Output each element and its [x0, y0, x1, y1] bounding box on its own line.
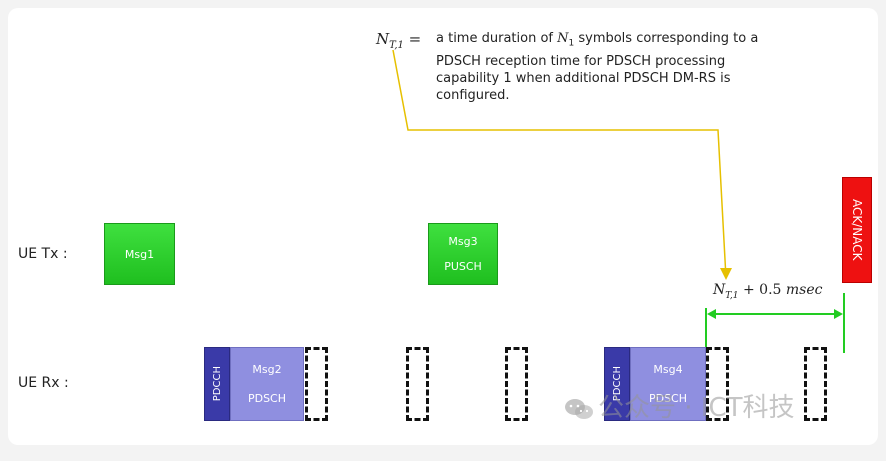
watermark: 公众号 · ICT科技 — [564, 387, 795, 424]
ue-tx-label: UE Tx : — [18, 246, 68, 262]
msg2-pdsch-block: Msg2 PDSCH — [230, 347, 304, 421]
annotation-line-3: capability 1 when additional PDSCH DM-RS… — [436, 70, 731, 86]
connector-lines — [392, 49, 845, 353]
wechat-icon — [564, 397, 594, 421]
annotation-symbol: NT,1 = — [376, 30, 422, 51]
empty-slot — [804, 347, 827, 421]
ack-nack-block: ACK/NACK — [842, 177, 872, 283]
annotation-line-4: configured. — [436, 87, 510, 103]
msg1-block: Msg1 — [104, 223, 175, 285]
empty-slot — [305, 347, 328, 421]
pdcch-block-1: PDCCH — [204, 347, 230, 421]
timing-arrow-left — [707, 309, 716, 319]
annotation-line-1: a time duration of N1 symbols correspond… — [436, 31, 759, 49]
diagram-canvas: NT,1 = a time duration of N1 symbols cor… — [8, 8, 878, 445]
annotation-description: a time duration of N1 symbols correspond… — [436, 30, 846, 104]
empty-slot — [706, 347, 729, 421]
empty-slot — [406, 347, 429, 421]
annotation-line-2: PDSCH reception time for PDSCH processin… — [436, 53, 726, 69]
msg3-pusch-block: Msg3 PUSCH — [428, 223, 498, 285]
ue-rx-label: UE Rx : — [18, 375, 69, 391]
callout-arrowhead — [720, 268, 732, 280]
timing-label: NT,1 + 0.5 msec — [713, 282, 823, 301]
pdcch-block-2: PDCCH — [604, 347, 630, 421]
msg4-pdsch-block: Msg4 PDSCH — [630, 347, 706, 421]
callout-line — [392, 49, 727, 279]
timing-arrow-right — [834, 309, 843, 319]
empty-slot — [505, 347, 528, 421]
